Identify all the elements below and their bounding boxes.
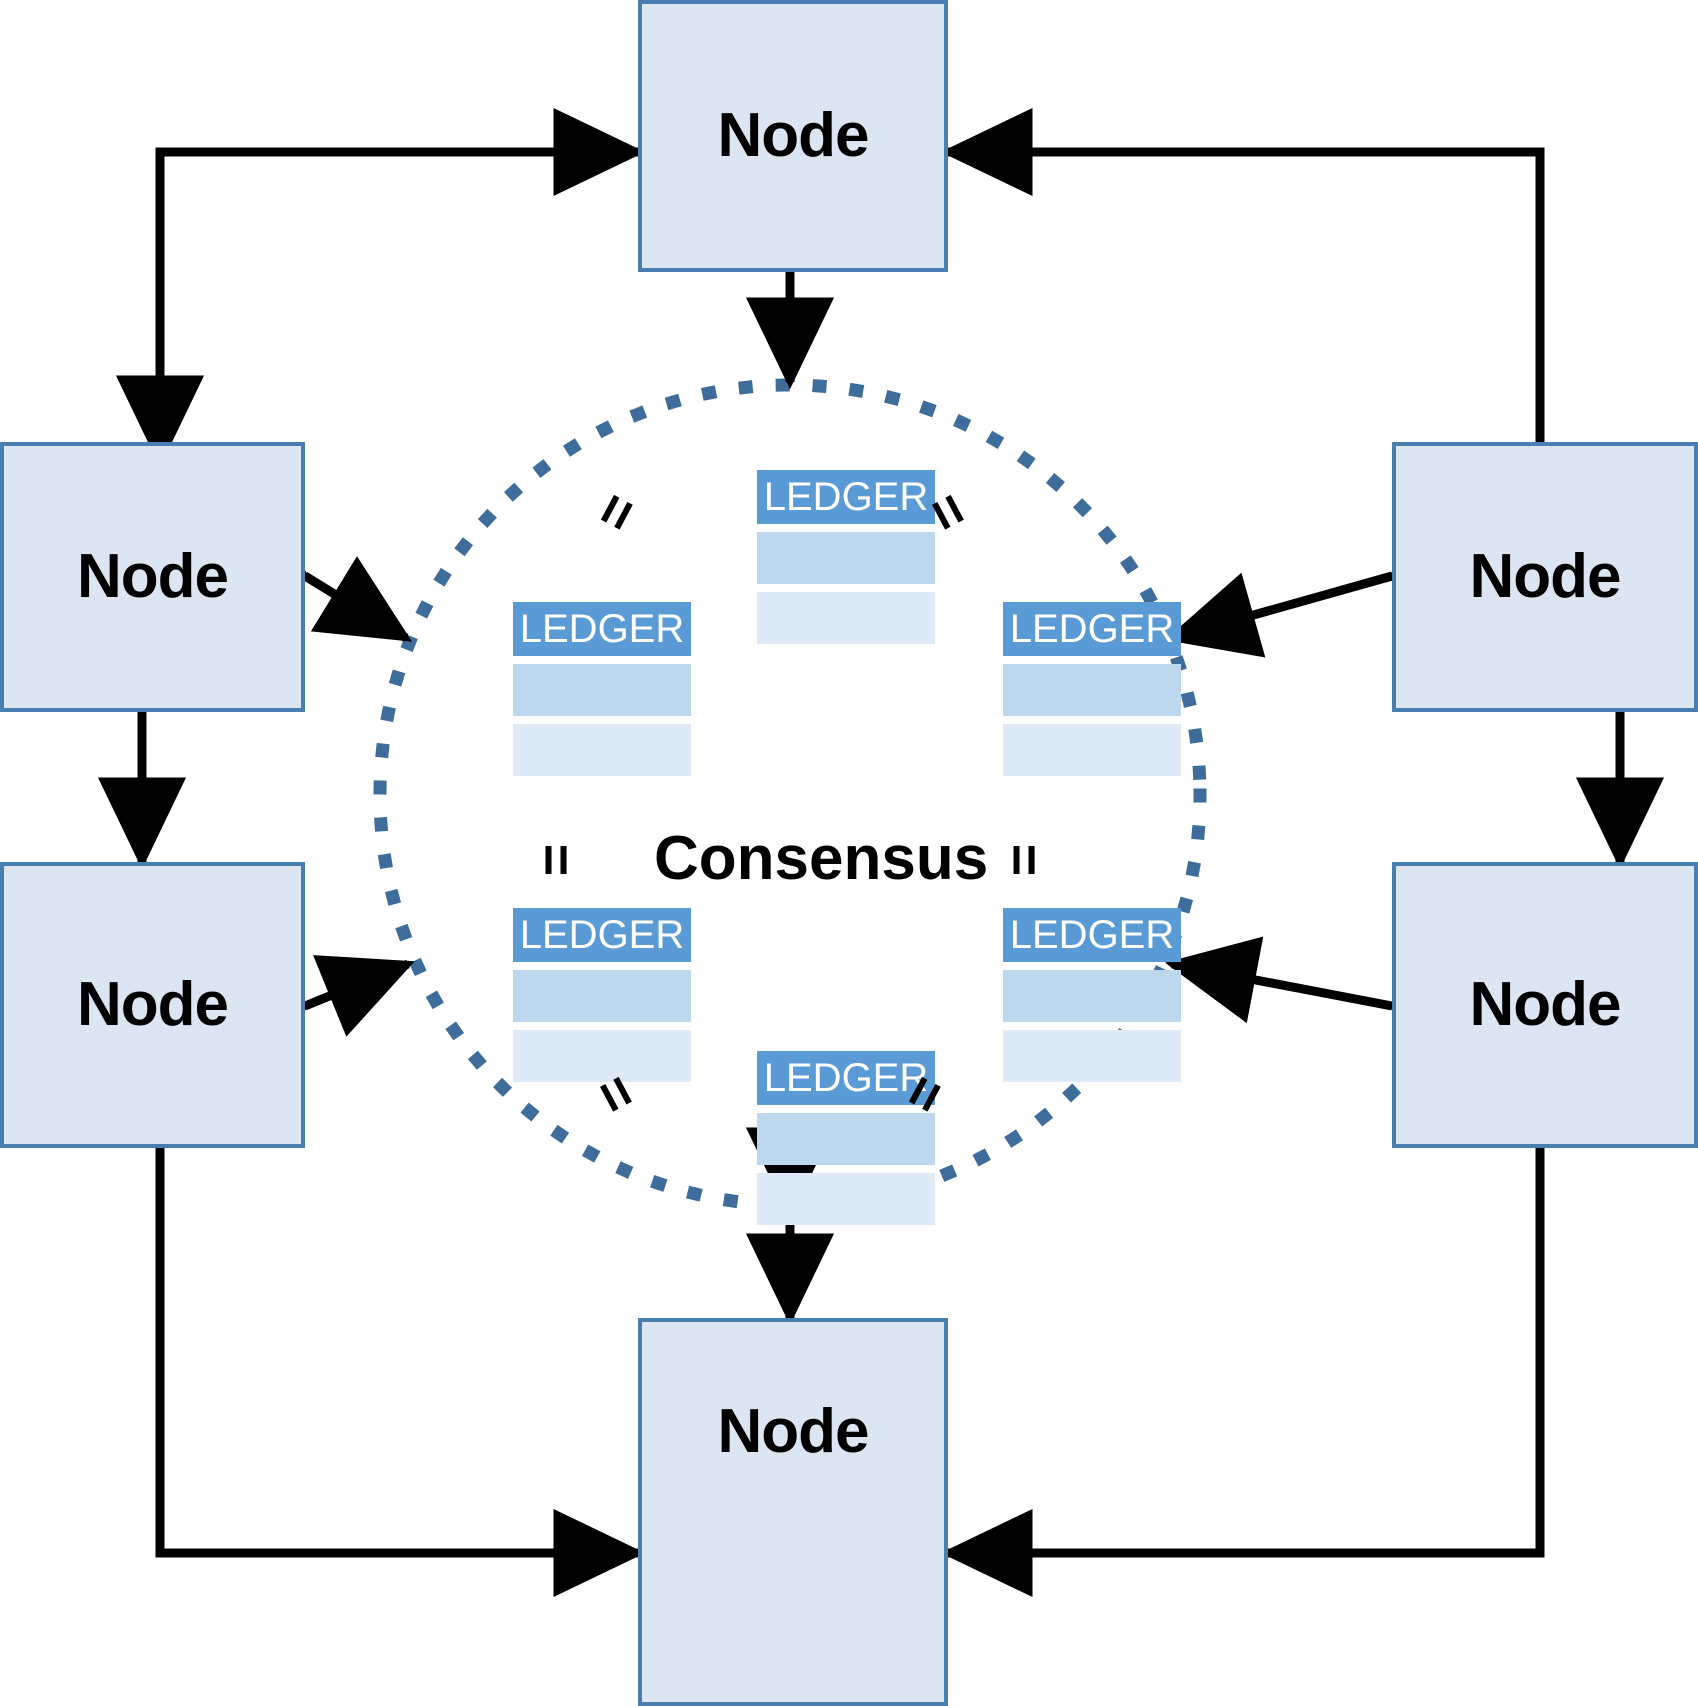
node-left-lower-label: Node: [77, 970, 229, 1039]
ledger-top-header: LEDGER: [757, 470, 935, 524]
node-right-upper-label: Node: [1469, 542, 1622, 611]
equality-mark-top-left: =: [580, 482, 652, 541]
node-right-lower-label: Node: [1469, 970, 1622, 1039]
arrow-rightupper-to-center: [1165, 510, 1486, 658]
ledger-upper-right[interactable]: LEDGER: [1003, 602, 1181, 776]
node-top[interactable]: Node: [638, 0, 948, 272]
arrow-rightlower-to-bottom: [940, 1148, 1545, 1598]
arrow-leftlower-to-center: [210, 955, 415, 1079]
node-right-upper[interactable]: Node: [1392, 442, 1698, 712]
ledger-bottom-row-2: [757, 1173, 935, 1225]
equality-mark-mid-right: =: [993, 843, 1057, 877]
ledger-lower-right-row-1: [1003, 970, 1181, 1022]
arrow-leftupper-to-top: [155, 107, 646, 460]
node-left-upper[interactable]: Node: [0, 442, 305, 712]
ledger-top-row-2: [757, 592, 935, 644]
ledger-lower-right[interactable]: LEDGER: [1003, 908, 1181, 1082]
ledger-upper-right-row-1: [1003, 664, 1181, 716]
ledger-lower-left[interactable]: LEDGER: [513, 908, 691, 1082]
node-right-lower[interactable]: Node: [1392, 862, 1698, 1148]
node-top-label: Node: [717, 101, 870, 170]
equality-mark-mid-left: =: [525, 843, 589, 877]
ledger-upper-left-row-2: [513, 724, 691, 776]
ledger-lower-left-header: LEDGER: [513, 908, 691, 962]
ledger-bottom[interactable]: LEDGER: [757, 1051, 935, 1225]
ledger-bottom-header: LEDGER: [757, 1051, 935, 1105]
consensus-label: Consensus: [654, 824, 989, 893]
ledger-upper-left-row-1: [513, 664, 691, 716]
ledger-bottom-row-1: [757, 1113, 935, 1165]
ledger-lower-right-header: LEDGER: [1003, 908, 1181, 962]
ledger-upper-left-header: LEDGER: [513, 602, 691, 656]
arrow-leftupper-to-center: [209, 494, 413, 642]
arrow-rightupper-to-top: [940, 107, 1545, 460]
ledger-upper-right-header: LEDGER: [1003, 602, 1181, 656]
ledger-lower-left-row-2: [513, 1030, 691, 1082]
node-left-lower[interactable]: Node: [0, 862, 305, 1148]
ledger-top-row-1: [757, 532, 935, 584]
node-bottom-label: Node: [717, 1397, 870, 1466]
node-bottom[interactable]: Node: [638, 1318, 948, 1706]
ledger-upper-left[interactable]: LEDGER: [513, 602, 691, 776]
ledger-lower-left-row-1: [513, 970, 691, 1022]
arrow-rightlower-to-center: [1164, 936, 1484, 1066]
arrow-leftlower-to-bottom: [155, 1148, 646, 1598]
ledger-upper-right-row-2: [1003, 724, 1181, 776]
ledger-lower-right-row-2: [1003, 1030, 1181, 1082]
ledger-top[interactable]: LEDGER: [757, 470, 935, 644]
node-left-upper-label: Node: [77, 542, 229, 611]
